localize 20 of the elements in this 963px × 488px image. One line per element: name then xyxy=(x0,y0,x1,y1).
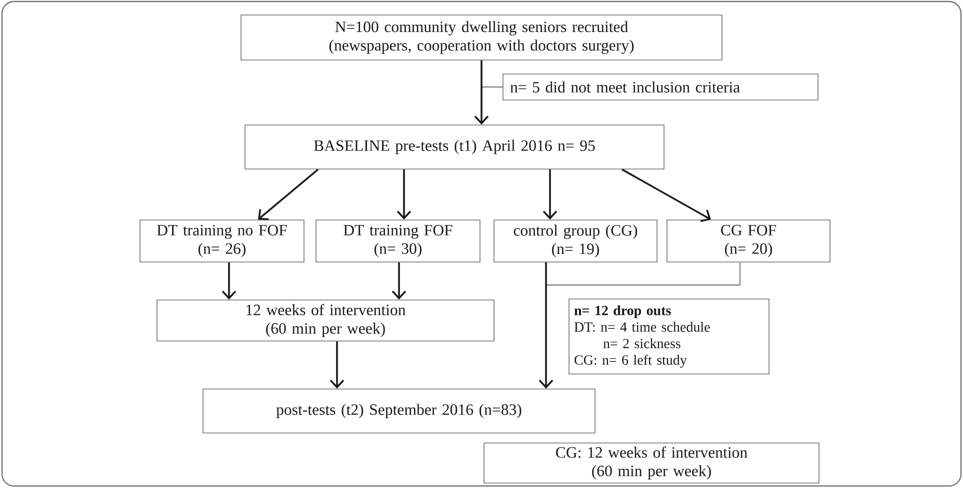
process-box: DT training no FOF (n= 26) xyxy=(140,220,304,262)
process-box: BASELINE pre-tests (t1) April 2016 n= 95 xyxy=(244,124,664,170)
arrow xyxy=(622,168,712,222)
arrow xyxy=(258,168,319,220)
arrow xyxy=(474,60,489,125)
arrow xyxy=(222,262,236,300)
exclusion-box: n= 5 did not meet inclusion criteria xyxy=(502,74,818,100)
process-box: N=100 community dwelling seniors recruited (newspapers, cooperation with doctors surgery) xyxy=(240,14,722,60)
process-box: CG FOF (n= 20) xyxy=(666,220,830,262)
arrow xyxy=(396,169,412,220)
arrow xyxy=(330,341,344,389)
process-box: post-tests (t2) September 2016 (n=83) xyxy=(202,388,596,434)
process-box: 12 weeks of intervention (60 min per week) xyxy=(156,300,494,342)
arrow xyxy=(538,262,554,389)
process-box: DT training FOF (n= 30) xyxy=(316,220,480,262)
note-box: n= 12 drop outs DT: n= 4 time schedule n= 2 sickness CG: n= 6 left study xyxy=(568,298,770,374)
arrow xyxy=(392,262,406,300)
process-box: CG: 12 weeks of intervention (60 min per week) xyxy=(484,442,820,484)
process-box: control group (CG) (n= 19) xyxy=(494,220,658,262)
arrow xyxy=(542,169,558,220)
